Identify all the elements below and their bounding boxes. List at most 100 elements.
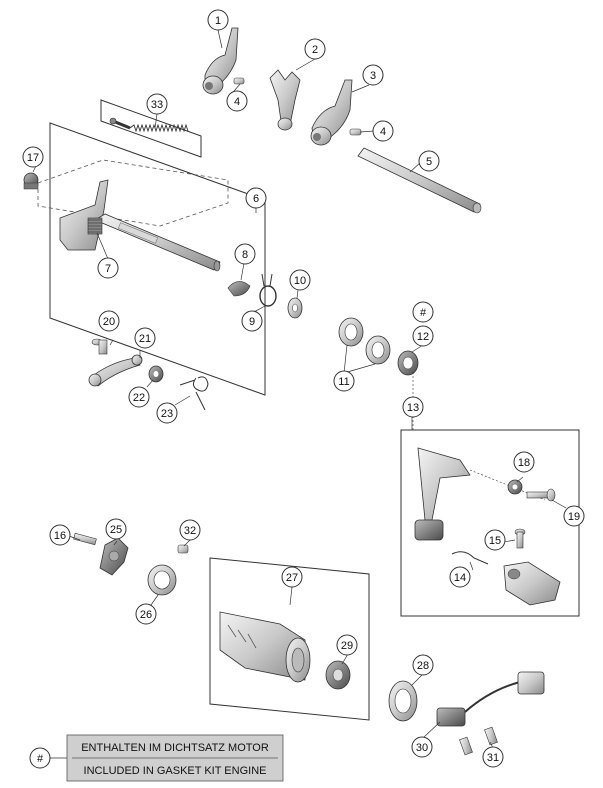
callout-13: 13	[402, 396, 424, 418]
svg-text:5: 5	[426, 156, 432, 168]
svg-text:9: 9	[249, 316, 255, 328]
panel-shift-shaft-group	[49, 122, 266, 396]
svg-text:1: 1	[215, 15, 221, 27]
legend-line-german: ENTHALTEN IM DICHTSATZ MOTOR	[81, 742, 269, 754]
seal-ring-28	[388, 680, 418, 722]
callout-11: 11	[333, 370, 355, 392]
clip-14	[451, 551, 489, 565]
gear-position-sensor-30	[436, 671, 545, 727]
shift-fork-1	[202, 27, 239, 95]
callout-18: 18	[513, 451, 535, 473]
callout-4a: 4	[226, 90, 248, 112]
shift-fork-3	[310, 79, 353, 146]
panel-spring-33	[100, 99, 202, 158]
callout-4b: 4	[372, 120, 394, 142]
svg-text:33: 33	[151, 99, 163, 111]
svg-text:6: 6	[253, 193, 259, 205]
svg-text:7: 7	[105, 263, 111, 275]
svg-text:31: 31	[487, 752, 499, 764]
callout-19: 19	[563, 505, 585, 527]
svg-text:12: 12	[417, 331, 429, 343]
callout-25: 25	[105, 518, 127, 540]
legend-symbol: #	[37, 753, 44, 765]
shift-rail-5	[357, 147, 482, 214]
callout-28: 28	[412, 654, 434, 676]
svg-text:11: 11	[338, 376, 349, 388]
callout-9: 9	[241, 310, 263, 332]
svg-text:20: 20	[103, 316, 115, 328]
callout-29: 29	[336, 634, 358, 656]
svg-text:17: 17	[27, 152, 39, 164]
roller-22	[148, 365, 164, 383]
callout-32: 32	[179, 519, 201, 541]
svg-text:#: #	[420, 307, 427, 319]
callout-26: 26	[135, 603, 157, 625]
retaining-ring-9	[259, 273, 277, 307]
callout-33: 33	[146, 93, 168, 115]
callout-6: 6	[245, 187, 267, 209]
svg-text:10: 10	[294, 275, 306, 287]
svg-text:2: 2	[312, 44, 318, 56]
svg-text:32: 32	[184, 525, 196, 537]
callout-21: 21	[134, 327, 156, 349]
washer-10	[287, 297, 303, 319]
callout-23: 23	[156, 402, 178, 424]
shift-pin-4b	[349, 128, 362, 136]
callout-16: 16	[49, 524, 71, 546]
kickstart-lever-13	[414, 447, 546, 541]
bolt-31b	[484, 726, 498, 746]
svg-text:3: 3	[370, 70, 376, 82]
bolt-19	[526, 488, 556, 502]
shift-shaft-spring-7	[87, 217, 103, 235]
svg-text:8: 8	[242, 249, 248, 261]
svg-text:21: 21	[139, 333, 151, 345]
spring-33	[109, 117, 189, 133]
svg-text:29: 29	[341, 640, 353, 652]
svg-text:19: 19	[568, 511, 580, 523]
legend-line-english: INCLUDED IN GASKET KIT ENGINE	[84, 765, 267, 777]
callout-14: 14	[449, 566, 471, 588]
callout-10: 10	[289, 269, 311, 291]
shift-shaft-6	[59, 179, 221, 272]
callout-3: 3	[362, 64, 384, 86]
bolt-16	[73, 532, 97, 546]
callout-7: 7	[97, 257, 119, 279]
spring-23	[179, 376, 209, 411]
svg-text:27: 27	[286, 572, 298, 584]
callout-5: 5	[418, 150, 440, 172]
svg-text:18: 18	[518, 457, 530, 469]
bolt-31a	[459, 736, 473, 756]
callout-15: 15	[484, 529, 506, 551]
needle-bearing-11a	[338, 317, 364, 347]
callout-17: 17	[22, 146, 44, 168]
callout-8: 8	[234, 243, 256, 265]
callout-12-hash: #	[412, 301, 434, 323]
kickstart-boss	[503, 561, 561, 606]
callout-27: 27	[281, 566, 303, 588]
callout-12: 12	[412, 325, 434, 347]
circlip-8	[227, 281, 251, 297]
panel-shift-drum-group	[209, 557, 370, 721]
washer-32	[177, 544, 189, 554]
locking-lever-21	[88, 354, 143, 387]
svg-text:22: 22	[133, 392, 145, 404]
bearing-29	[325, 660, 351, 690]
legend: # ENTHALTEN IM DICHTSATZ MOTOR INCLUDED …	[29, 734, 284, 782]
svg-text:4: 4	[380, 126, 386, 138]
shaft-seal-12	[397, 350, 419, 430]
callout-22: 22	[128, 386, 150, 408]
shift-pin-4a	[233, 77, 245, 85]
callout-2: 2	[304, 38, 326, 60]
shift-drum-27	[219, 611, 311, 683]
svg-text:13: 13	[407, 402, 419, 414]
svg-text:23: 23	[161, 408, 173, 420]
shift-fork-2	[269, 69, 301, 131]
needle-bearing-11b	[365, 335, 391, 365]
bolt-20	[91, 338, 108, 355]
svg-text:28: 28	[417, 660, 429, 672]
panel-shift-lever-dashed	[37, 159, 229, 227]
svg-text:4: 4	[234, 96, 240, 108]
svg-text:30: 30	[416, 742, 428, 754]
bearing-26	[147, 564, 177, 596]
